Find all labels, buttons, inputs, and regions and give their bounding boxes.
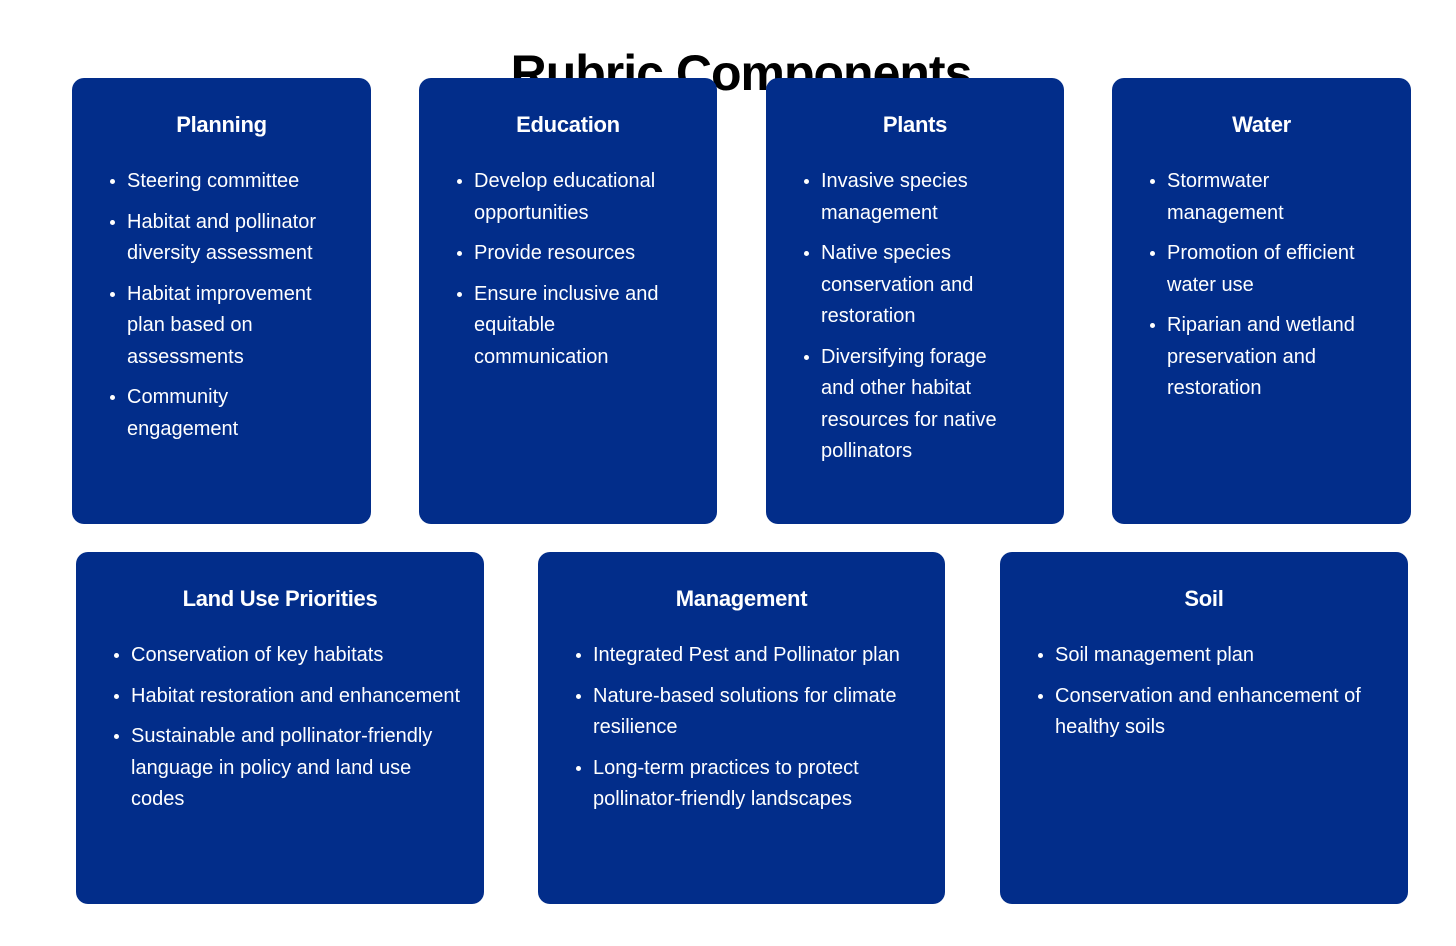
list-item: Conservation of key habitats: [131, 640, 464, 672]
card-education: Education Develop educational opportunit…: [419, 78, 717, 524]
list-item: Community engagement: [127, 382, 341, 445]
list-item: Nature-based solutions for climate resil…: [593, 681, 925, 744]
list-item: Riparian and wetland preservation and re…: [1167, 310, 1381, 405]
card-plants: Plants Invasive species management Nativ…: [766, 78, 1064, 524]
list-item: Habitat improvement plan based on assess…: [127, 279, 341, 374]
list-item: Promotion of efficient water use: [1167, 238, 1381, 301]
card-list: Stormwater management Promotion of effic…: [1112, 166, 1411, 414]
card-list: Steering committee Habitat and pollinato…: [72, 166, 371, 454]
list-item: Integrated Pest and Pollinator plan: [593, 640, 925, 672]
list-item: Ensure inclusive and equitable communica…: [474, 279, 687, 374]
card-soil: Soil Soil management plan Conservation a…: [1000, 552, 1408, 904]
card-title: Planning: [176, 112, 267, 137]
card-title: Education: [516, 112, 620, 137]
card-title: Soil: [1184, 586, 1224, 611]
card-title: Plants: [882, 112, 948, 137]
card-title: Management: [675, 586, 808, 611]
card-title: Water: [1232, 112, 1291, 137]
list-item: Invasive species management: [821, 166, 1019, 229]
card-planning: Planning Steering committee Habitat and …: [72, 78, 371, 524]
card-water: Water Stormwater management Promotion of…: [1112, 78, 1411, 524]
card-management: Management Integrated Pest and Pollinato…: [538, 552, 945, 904]
card-list: Integrated Pest and Pollinator plan Natu…: [538, 640, 945, 825]
list-item: Stormwater management: [1167, 166, 1381, 229]
list-item: Steering committee: [127, 166, 341, 198]
list-item: Soil management plan: [1055, 640, 1388, 672]
list-item: Develop educational opportunities: [474, 166, 687, 229]
card-land-use-priorities: Land Use Priorities Conservation of key …: [76, 552, 484, 904]
list-item: Conservation and enhancement of healthy …: [1055, 681, 1388, 744]
list-item: Diversifying forage and other habitat re…: [821, 342, 1019, 468]
list-item: Habitat and pollinator diversity assessm…: [127, 207, 341, 270]
card-list: Soil management plan Conservation and en…: [1000, 640, 1408, 753]
list-item: Native species conservation and restorat…: [821, 238, 1019, 333]
list-item: Habitat restoration and enhancement: [131, 681, 464, 713]
card-title: Land Use Priorities: [182, 586, 378, 611]
list-item: Sustainable and pollinator-friendly lang…: [131, 721, 464, 816]
card-list: Develop educational opportunities Provid…: [419, 166, 717, 382]
card-list: Conservation of key habitats Habitat res…: [76, 640, 484, 825]
list-item: Provide resources: [474, 238, 687, 270]
card-list: Invasive species management Native speci…: [766, 166, 1064, 477]
list-item: Long-term practices to protect pollinato…: [593, 753, 925, 816]
